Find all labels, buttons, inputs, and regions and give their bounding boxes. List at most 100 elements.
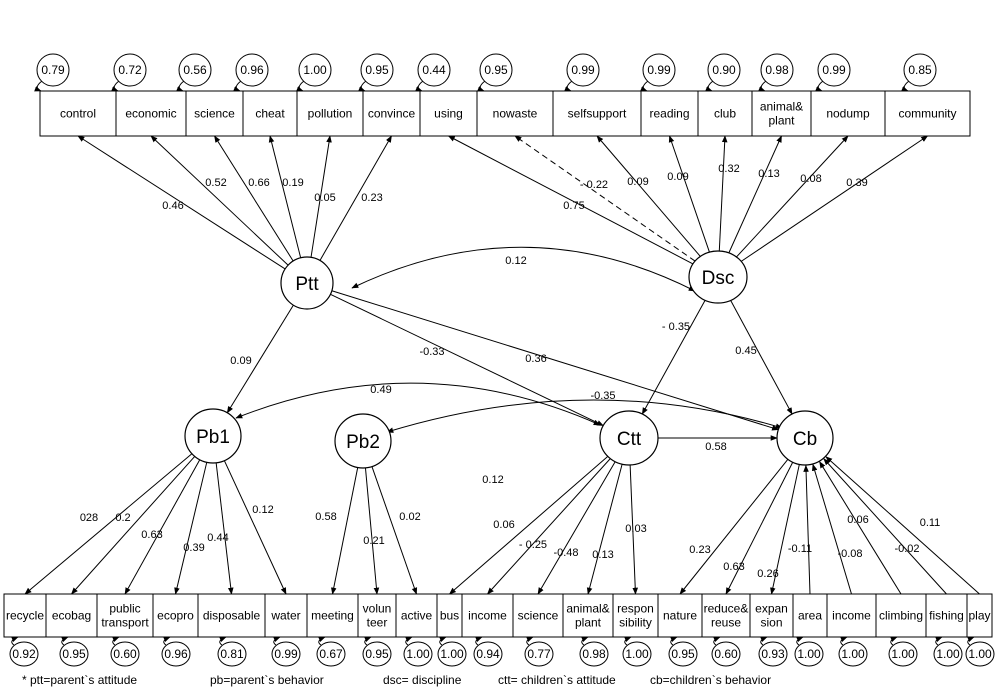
- bottom-indicator-ecobag-1-label: ecobag: [52, 609, 91, 623]
- top-indicator-cheat-error-circle: [235, 53, 269, 87]
- loading-pb1-bottom-5-arrow: [223, 460, 287, 595]
- bottom-indicator-income-18-error-circle: [838, 641, 868, 667]
- loading-ctt-bottom-9-arrow: [448, 456, 609, 595]
- loading-cb-bottom-16-value: 0.26: [757, 568, 778, 580]
- bottom-indicator-meeting-6: meeting 0.67: [306, 593, 359, 667]
- bottom-indicator-expansion-16-label-line1: expan: [755, 602, 788, 616]
- bottom-indicator-income-18-error-value: 1.00: [841, 647, 865, 661]
- top-indicator-convince-box: [362, 90, 421, 137]
- top-indicator-reading-error-value: 0.99: [647, 63, 671, 77]
- footnote-pb: pb=parent`s behavior: [210, 673, 324, 687]
- bottom-indicator-expansion-16-box: [749, 593, 794, 638]
- top-indicator-cheat-label: cheat: [255, 107, 285, 121]
- top-indicator-animalplant-error-circle: [760, 53, 794, 87]
- bottom-indicator-water-5-error-value: 0.99: [274, 647, 298, 661]
- loading-pb2-bottom-8-arrow: [371, 466, 418, 595]
- top-indicator-cheat: cheat 0.96: [235, 53, 298, 137]
- top-indicator-using-error-arrow: [415, 80, 424, 92]
- bottom-indicator-income-10-box: [461, 593, 514, 638]
- latent-dsc-label: Dsc: [702, 268, 735, 289]
- bottom-indicator-animalplant-12-label-line2: plant: [575, 616, 602, 630]
- top-indicator-control-error-value: 0.79: [41, 63, 65, 77]
- loading-cb-bottom-15-value: 0.63: [723, 561, 744, 573]
- bottom-indicator-meeting-6-error-arrow: [318, 636, 326, 646]
- bottom-indicator-area-17-error-value: 1.00: [797, 647, 821, 661]
- bottom-indicator-water-5-error-circle: [271, 641, 301, 667]
- path-dsc-to-cb-value: 0.45: [735, 345, 756, 357]
- latent-pb2-ellipse: [334, 413, 392, 469]
- bottom-indicator-animalplant-12-error-arrow: [581, 636, 589, 646]
- bottom-indicator-climbing-19-error-arrow: [890, 636, 898, 646]
- top-indicator-pollution-error-value: 1.00: [303, 63, 327, 77]
- bottom-indicator-income-18-label: income: [832, 609, 871, 623]
- bottom-indicator-play-21-error-value: 1.00: [968, 647, 992, 661]
- loading-pb1-bottom-1-value: 0.2: [115, 512, 130, 524]
- loading-dsc-top-7-arrow: [514, 135, 696, 262]
- top-indicator-community-error-arrow: [901, 80, 910, 92]
- bottom-indicator-responsibility-13-label-line2: sibility: [619, 616, 652, 630]
- loading-ptt-top-1-value: 0.52: [205, 177, 226, 189]
- loading-ptt-top-3-value: 0.19: [282, 177, 303, 189]
- loading-cb-bottom-18-arrow: [812, 463, 852, 595]
- top-indicator-economic-error-arrow: [111, 80, 120, 92]
- bottom-indicator-meeting-6-label: meeting: [311, 609, 354, 623]
- path-dsc-to-ctt-value: - 0.35: [662, 321, 690, 333]
- top-indicator-convince-error-value: 0.95: [365, 63, 389, 77]
- loading-dsc-top-10-value: 0.32: [718, 163, 739, 175]
- loading-pb2-bottom-6-arrow: [330, 467, 359, 595]
- path-ptt-to-pb1-arrow: [226, 304, 294, 414]
- loading-pb2-bottom-7-arrow: [364, 467, 380, 595]
- top-indicator-animalplant-error-value: 0.98: [765, 63, 789, 77]
- latent-pb1-ellipse: [184, 408, 242, 464]
- latent-cb-ellipse: [776, 410, 834, 466]
- latent-dsc-ellipse: [688, 250, 748, 304]
- top-indicator-nowaste-error-value: 0.95: [484, 63, 508, 77]
- top-indicator-selfsupport-error-arrow: [564, 80, 573, 92]
- bottom-indicator-science-11-error-circle: [524, 641, 554, 667]
- bottom-indicator-nature-14-box: [657, 593, 703, 638]
- bottom-indicator-ecopro-3-error-value: 0.96: [164, 647, 188, 661]
- footnote-cb: cb=children`s behavior: [650, 673, 771, 687]
- bottom-indicator-meeting-6-box: [306, 593, 359, 638]
- bottom-indicator-nature-14-error-circle: [668, 641, 698, 667]
- loading-dsc-top-9-value: 0.09: [667, 171, 688, 183]
- loading-pb1-bottom-4-arrow: [215, 462, 234, 595]
- bottom-indicator-meeting-6-error-value: 0.67: [319, 647, 343, 661]
- bottom-indicator-ecopro-3-error-circle: [161, 641, 191, 667]
- top-indicator-cheat-error-value: 0.96: [240, 63, 264, 77]
- top-indicator-reading-error-arrow: [640, 80, 649, 92]
- loading-ptt-top-4-arrow: [310, 135, 332, 258]
- bottom-indicator-bus-9-error-circle: [437, 641, 467, 667]
- loading-pb2-bottom-8-value: 0.02: [399, 511, 420, 523]
- top-indicator-nowaste-error-arrow: [477, 80, 486, 92]
- latent-ptt: Ptt: [280, 256, 334, 310]
- bottom-indicator-recycle-0-error-circle: [9, 641, 39, 667]
- bottom-indicator-animalplant-12-error-circle: [579, 641, 609, 667]
- path-ptt-to-ctt-arrow: [330, 293, 604, 427]
- loading-ptt-top-3-arrow: [268, 135, 302, 258]
- bottom-indicator-responsibility-13-error-value: 1.00: [625, 647, 649, 661]
- bottom-indicator-reducereuse-15-error-arrow: [713, 636, 721, 646]
- bottom-indicator-area-17-error-arrow: [796, 636, 804, 646]
- latent-cb: Cb: [776, 410, 834, 466]
- bottom-indicator-income-18: income 1.00: [826, 593, 877, 667]
- bottom-indicator-recycle-0-label: recycle: [6, 609, 44, 623]
- bottom-indicator-ecopro-3-box: [152, 593, 199, 638]
- bottom-indicator-science-11-error-value: 0.77: [527, 647, 551, 661]
- loading-dsc-top-12-arrow: [736, 135, 849, 258]
- loading-cb-bottom-17-value: -0.11: [788, 543, 812, 555]
- bottom-indicator-ecopro-3-label: ecopro: [157, 609, 194, 623]
- bottom-indicator-income-10-error-circle: [473, 641, 503, 667]
- top-indicator-community-error-value: 0.85: [908, 63, 932, 77]
- bottom-indicator-publictransport-2-box: [96, 593, 154, 638]
- loading-dsc-top-8-value: 0.09: [627, 176, 648, 188]
- latent-dsc: Dsc: [688, 250, 748, 304]
